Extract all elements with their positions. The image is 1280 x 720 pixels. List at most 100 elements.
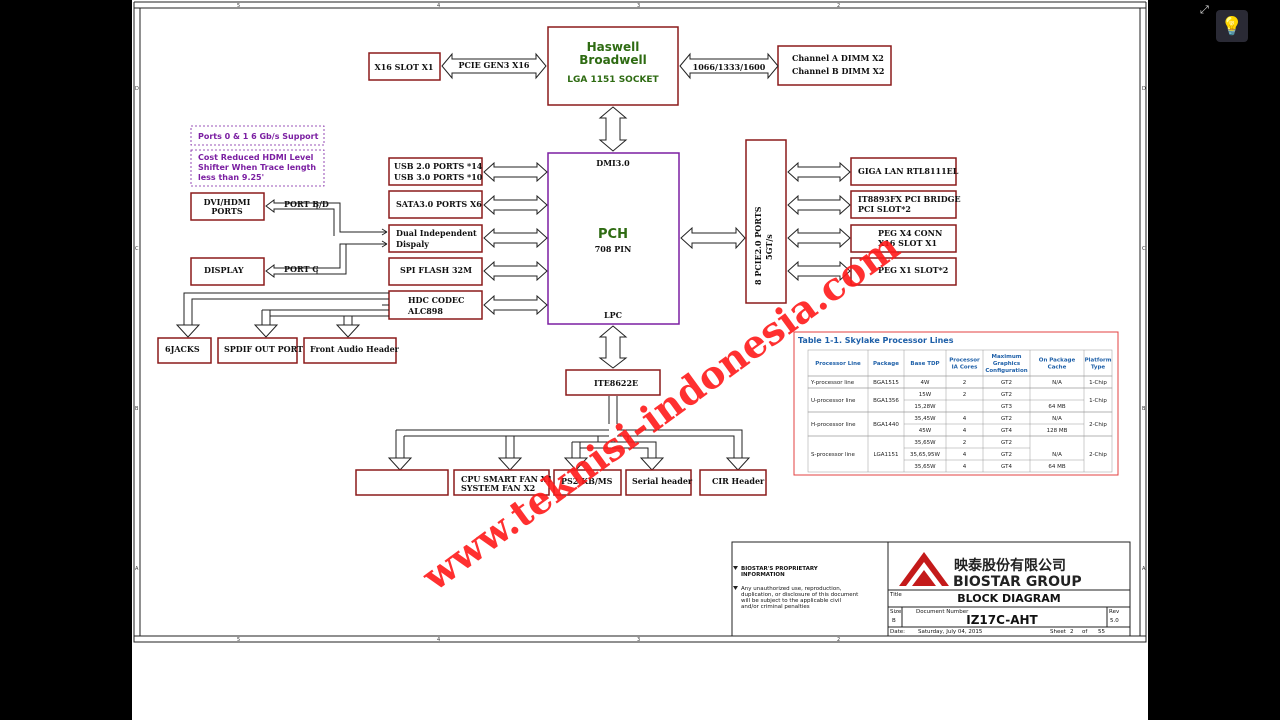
svg-text:PEG X1 SLOT*2: PEG X1 SLOT*2: [878, 265, 948, 275]
svg-text:B: B: [892, 618, 896, 624]
svg-text:IT8893FX PCI BRIDGE: IT8893FX PCI BRIDGE: [858, 194, 961, 204]
svg-text:4: 4: [963, 452, 967, 458]
svg-text:N/A: N/A: [1052, 380, 1062, 386]
processor-lines-table: Table 1-1. Skylake Processor Lines Proce…: [793, 331, 1119, 476]
svg-text:64 MB: 64 MB: [1048, 464, 1065, 470]
jacks-block: [157, 337, 212, 364]
lightbulb-button[interactable]: 💡: [1216, 10, 1248, 42]
svg-text:USB 2.0 PORTS *14: USB 2.0 PORTS *14: [394, 161, 483, 171]
svg-text:Shifter When Trace length: Shifter When Trace length: [198, 163, 316, 172]
svg-text:of: of: [1082, 629, 1088, 635]
svg-text:35,65W: 35,65W: [914, 464, 936, 470]
pcie-gen3-arrow: [441, 52, 547, 80]
sheet-frame: [133, 7, 1147, 643]
document-number: IZ17C-AHT: [966, 613, 1038, 627]
svg-text:ALC898: ALC898: [407, 306, 443, 316]
svg-text:Title: Title: [889, 592, 902, 598]
svg-text:GT2: GT2: [1001, 380, 1012, 386]
svg-text:4: 4: [437, 637, 440, 643]
svg-text:Any unauthorized use, reproduc: Any unauthorized use, reproduction,: [741, 586, 842, 592]
svg-text:8 PCIE2.0 PORTS: 8 PCIE2.0 PORTS: [753, 206, 763, 285]
svg-text:1-Chip: 1-Chip: [1089, 380, 1107, 386]
svg-text:and/or criminal penalties: and/or criminal penalties: [741, 604, 810, 610]
svg-text:GT3: GT3: [1001, 404, 1012, 410]
svg-text:A: A: [135, 566, 139, 572]
svg-text:PORT C: PORT C: [284, 264, 319, 274]
serial-block: [625, 469, 692, 496]
svg-text:A: A: [1142, 566, 1146, 572]
svg-text:2: 2: [837, 637, 840, 643]
svg-text:2: 2: [963, 392, 967, 398]
svg-text:Rev: Rev: [1109, 609, 1120, 615]
svg-text:USB 3.0 PORTS *10: USB 3.0 PORTS *10: [394, 172, 483, 182]
svg-text:5: 5: [237, 3, 240, 9]
svg-text:less than 9.25': less than 9.25': [198, 173, 264, 182]
usb-block: [388, 157, 483, 186]
svg-text:35,65,95W: 35,65,95W: [910, 452, 940, 458]
left-bus-arrows: [483, 161, 548, 316]
svg-text:4W: 4W: [921, 380, 930, 386]
ps2-block: [553, 469, 622, 496]
svg-text:5: 5: [237, 637, 240, 643]
dimm-block: [777, 45, 892, 86]
svg-text:BGA1356: BGA1356: [873, 398, 899, 404]
svg-text:D: D: [135, 86, 139, 92]
svg-text:CIR Header: CIR Header: [712, 476, 765, 486]
spdif-block: [217, 337, 298, 364]
peg-x4-block: [850, 224, 957, 253]
svg-text:Document Number: Document Number: [916, 609, 969, 615]
memory-arrow: [679, 52, 779, 80]
svg-text:BGA1440: BGA1440: [873, 422, 899, 428]
svg-text:Channel A DIMM X2: Channel A DIMM X2: [792, 53, 884, 63]
svg-text:PS2 KB/MS: PS2 KB/MS: [561, 476, 613, 486]
svg-text:Front Audio Header: Front Audio Header: [310, 344, 400, 354]
pcie2-bus-block: [745, 139, 787, 304]
pch-pcie-arrow: [680, 226, 746, 250]
schematic-sheet: 5 4 3 2 5 4 3 2 D C B A D C B A Haswell …: [132, 0, 1148, 720]
dvi-hdmi-block: [190, 192, 265, 221]
svg-text:PCI SLOT*2: PCI SLOT*2: [858, 204, 911, 214]
svg-text:Channel B DIMM X2: Channel B DIMM X2: [792, 66, 884, 76]
svg-text:Sheet: Sheet: [1050, 629, 1067, 635]
svg-text:Cost Reduced HDMI Level: Cost Reduced HDMI Level: [198, 153, 314, 162]
table-header: Package: [873, 361, 899, 367]
right-bus-arrows: [787, 161, 851, 282]
dual-display-block: [388, 224, 483, 253]
svg-text:4: 4: [437, 3, 440, 9]
svg-text:Y-processor line: Y-processor line: [810, 380, 855, 386]
empty-block: [355, 469, 449, 496]
svg-text:55: 55: [1098, 629, 1105, 635]
svg-text:S-processor line: S-processor line: [811, 452, 856, 458]
fan-block: [453, 469, 550, 496]
svg-text:N/A: N/A: [1052, 416, 1062, 422]
svg-text:PORT B/D: PORT B/D: [284, 199, 329, 209]
svg-text:PCIE GEN3 X16: PCIE GEN3 X16: [459, 60, 530, 70]
table-header: Cache: [1048, 365, 1067, 371]
expand-icon[interactable]: ⤢: [1200, 3, 1209, 16]
title-block: BIOSTAR'S PROPRIETARY INFORMATION Any un…: [731, 541, 1131, 637]
svg-text:HDC CODEC: HDC CODEC: [408, 295, 464, 305]
spi-flash-block: [388, 257, 483, 286]
svg-text:45W: 45W: [919, 428, 932, 434]
table-row: [807, 435, 1113, 473]
pch-block: [547, 152, 680, 325]
svg-text:15W: 15W: [919, 392, 932, 398]
svg-text:will be subject to the applica: will be subject to the applicable civil: [741, 598, 841, 604]
svg-text:X16 SLOT X1: X16 SLOT X1: [374, 62, 433, 72]
svg-text:BIOSTAR'S PROPRIETARY: BIOSTAR'S PROPRIETARY: [741, 566, 819, 572]
svg-text:GT4: GT4: [1001, 464, 1012, 470]
table-title: Table 1-1. Skylake Processor Lines: [798, 336, 954, 345]
svg-text:2: 2: [963, 380, 967, 386]
table-header: IA Cores: [952, 365, 978, 371]
table-header: Processor Line: [815, 361, 861, 367]
svg-text:4: 4: [963, 416, 967, 422]
cir-block: [699, 469, 767, 496]
table-header: On Package: [1039, 358, 1076, 364]
svg-text:3: 3: [637, 637, 640, 643]
table-header: Configuration: [985, 368, 1027, 374]
svg-text:2-Chip: 2-Chip: [1089, 422, 1107, 428]
peg-x1-block: [850, 257, 957, 286]
svg-text:2: 2: [837, 3, 840, 9]
svg-text:U-processor line: U-processor line: [811, 398, 856, 404]
svg-text:DISPLAY: DISPLAY: [204, 265, 244, 275]
